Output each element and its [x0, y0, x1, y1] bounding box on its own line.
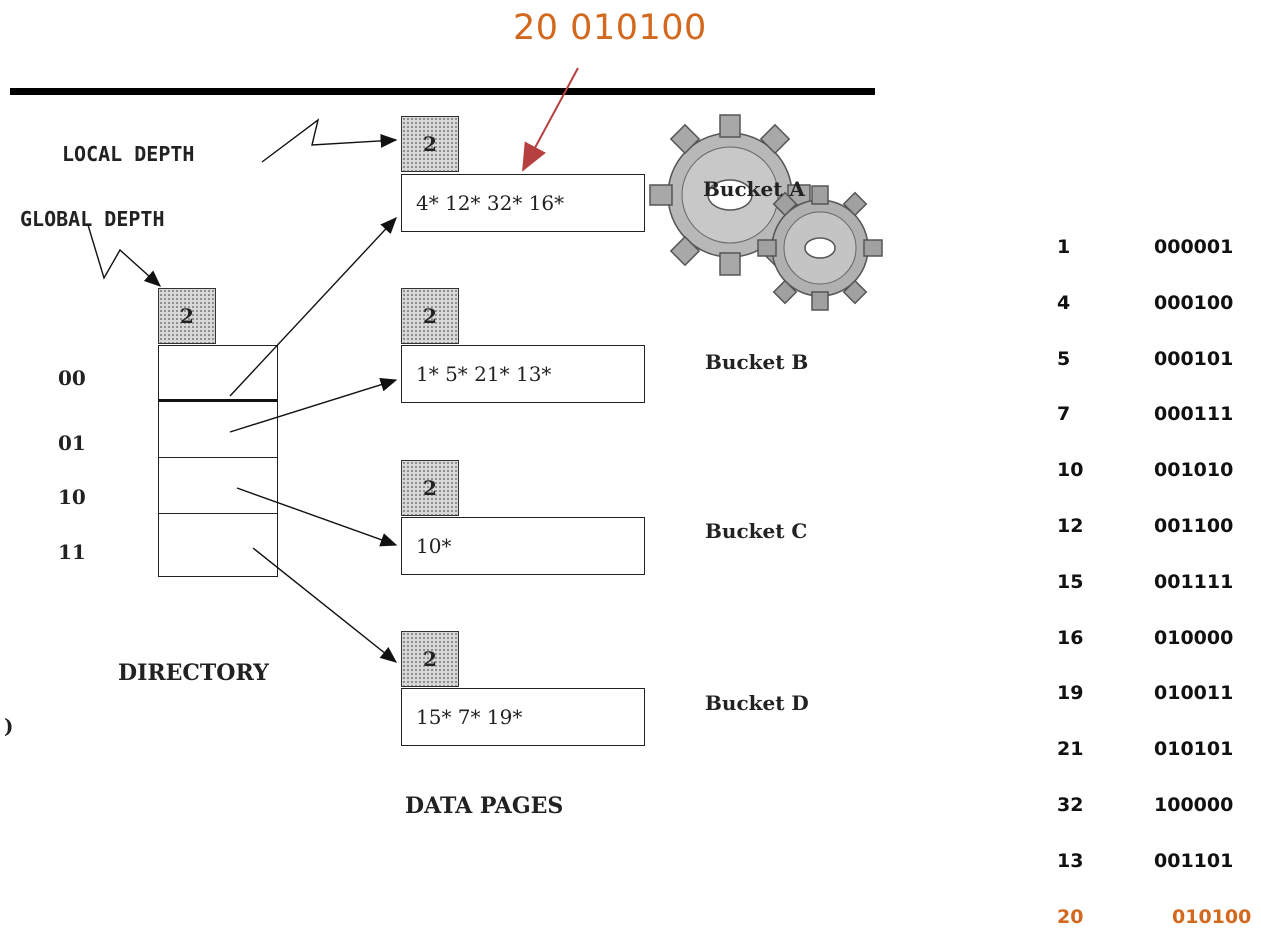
binary-table-row: 12 001100 [1057, 515, 1257, 545]
binary-key: 5 [1057, 348, 1071, 370]
bucket-a-entries: 4* 12* 32* 16* [416, 191, 565, 215]
bucket-b-name: Bucket B [705, 350, 809, 374]
directory-entry-label: 00 [58, 366, 86, 390]
local-depth-label: LOCAL DEPTH [62, 142, 195, 166]
directory-entry-label: 11 [58, 540, 86, 564]
binary-key: 10 [1057, 459, 1084, 481]
binary-key: 13 [1057, 850, 1084, 872]
binary-table-row: 15 001111 [1057, 571, 1257, 601]
binary-key: 1 [1057, 236, 1071, 258]
binary-key: 4 [1057, 292, 1071, 314]
binary-table-row: 21 010101 [1057, 738, 1257, 768]
pointer-10 [236, 487, 398, 547]
binary-bits: 000111 [1154, 403, 1234, 425]
bucket-a-name: Bucket A [703, 177, 805, 201]
binary-bits: 000100 [1154, 292, 1234, 314]
pointer-11 [252, 547, 398, 663]
binary-table-row: 32 100000 [1057, 794, 1257, 824]
binary-key: 19 [1057, 682, 1084, 704]
binary-bits: 010101 [1154, 738, 1234, 760]
binary-key: 21 [1057, 738, 1084, 760]
directory-slot-01 [159, 402, 277, 458]
binary-table-row: 13 001101 [1057, 850, 1257, 880]
divider-rule [10, 88, 875, 95]
binary-bits: 001010 [1154, 459, 1234, 481]
pointer-01 [229, 377, 398, 433]
bucket-d-page: 15* 7* 19* [401, 688, 645, 746]
insert-arrow [522, 67, 579, 172]
binary-key: 32 [1057, 794, 1084, 816]
bucket-c-entries: 10* [416, 534, 452, 558]
binary-bits: 010011 [1154, 682, 1234, 704]
local-depth-box-d: 2 [401, 631, 459, 687]
binary-bits: 010000 [1154, 627, 1234, 649]
bucket-a-page: 4* 12* 32* 16* [401, 174, 645, 232]
bucket-b-entries: 1* 5* 21* 13* [416, 362, 552, 386]
binary-bits: 000001 [1154, 236, 1234, 258]
binary-key: 16 [1057, 627, 1084, 649]
binary-key: 20 [1057, 906, 1084, 928]
local-depth-box-b: 2 [401, 288, 459, 344]
directory-caption: DIRECTORY [118, 660, 269, 686]
bucket-b-page: 1* 5* 21* 13* [401, 345, 645, 403]
binary-table-row: 4 000100 [1057, 292, 1257, 322]
global-depth-label: GLOBAL DEPTH [20, 207, 165, 231]
binary-table-row: 20 010100 [1057, 906, 1257, 936]
local-depth-box-c: 2 [401, 460, 459, 516]
global-depth-box: 2 [158, 288, 216, 344]
directory-entry-label: 01 [58, 431, 86, 455]
bucket-d-name: Bucket D [705, 691, 809, 715]
bucket-d-entries: 15* 7* 19* [416, 705, 523, 729]
binary-key: 12 [1057, 515, 1084, 537]
binary-bits: 100000 [1154, 794, 1234, 816]
binary-table-row: 5 000101 [1057, 348, 1257, 378]
local-depth-box-a: 2 [401, 116, 459, 172]
binary-table-row: 16 010000 [1057, 627, 1257, 657]
binary-table-row: 19 010011 [1057, 682, 1257, 712]
local-depth-pointer [261, 118, 398, 163]
binary-table-row: 7 000111 [1057, 403, 1257, 433]
binary-table-row: 1 000001 [1057, 236, 1257, 266]
directory-entry-label: 10 [58, 485, 86, 509]
binary-bits: 000101 [1154, 348, 1234, 370]
bucket-c-name: Bucket C [705, 519, 808, 543]
binary-key: 7 [1057, 403, 1071, 425]
binary-bits: 010100 [1172, 906, 1252, 928]
global-depth-pointer [87, 224, 162, 287]
directory-slot-00 [159, 346, 277, 402]
insert-key-label: 20 010100 [513, 8, 707, 48]
binary-key: 15 [1057, 571, 1084, 593]
stray-mark: ) [4, 714, 14, 738]
directory-column [158, 345, 278, 577]
pointer-00 [229, 216, 397, 397]
directory-slot-10 [159, 458, 277, 514]
bucket-c-page: 10* [401, 517, 645, 575]
binary-bits: 001100 [1154, 515, 1234, 537]
binary-bits: 001111 [1154, 571, 1234, 593]
data-pages-caption: DATA PAGES [405, 793, 564, 819]
binary-bits: 001101 [1154, 850, 1234, 872]
binary-table-row: 10 001010 [1057, 459, 1257, 489]
